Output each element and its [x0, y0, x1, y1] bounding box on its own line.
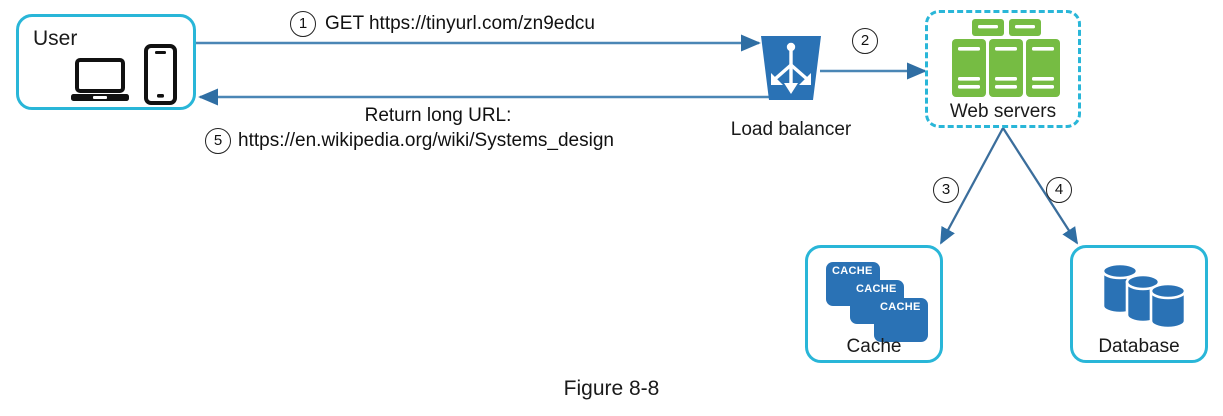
- node-web-servers-label: Web servers: [949, 101, 1057, 122]
- node-cache[interactable]: CACHE CACHE CACHE Cache: [805, 245, 943, 363]
- database-cylinders-icon: [1101, 262, 1187, 330]
- step-marker-5: 5: [205, 128, 231, 154]
- cache-card-3: CACHE: [874, 298, 928, 342]
- server-rack-icon: [952, 19, 1060, 97]
- node-cache-label: Cache: [846, 336, 902, 357]
- step-5-text-line2: https://en.wikipedia.org/wiki/Systems_de…: [238, 130, 614, 151]
- node-user[interactable]: User: [16, 14, 196, 110]
- node-load-balancer-label: Load balancer: [730, 119, 852, 140]
- step-marker-4: 4: [1046, 177, 1072, 203]
- node-database-label: Database: [1098, 336, 1180, 357]
- step-marker-3: 3: [933, 177, 959, 203]
- node-database[interactable]: Database: [1070, 245, 1208, 363]
- laptop-icon: [71, 58, 129, 101]
- smartphone-icon: [144, 44, 177, 105]
- edge-web-servers-to-database: [1002, 127, 1078, 245]
- step-1-text: GET https://tinyurl.com/zn9edcu: [325, 13, 595, 34]
- step-marker-1: 1: [290, 11, 316, 37]
- step-5-text-line1: Return long URL:: [364, 105, 512, 126]
- load-balancer-icon[interactable]: [758, 32, 824, 104]
- node-web-servers[interactable]: Web servers: [925, 10, 1081, 128]
- edge-web-servers-to-cache: [939, 127, 1005, 245]
- figure-caption: Figure 8-8: [563, 377, 660, 400]
- node-user-label: User: [33, 27, 78, 50]
- step-marker-2: 2: [852, 28, 878, 54]
